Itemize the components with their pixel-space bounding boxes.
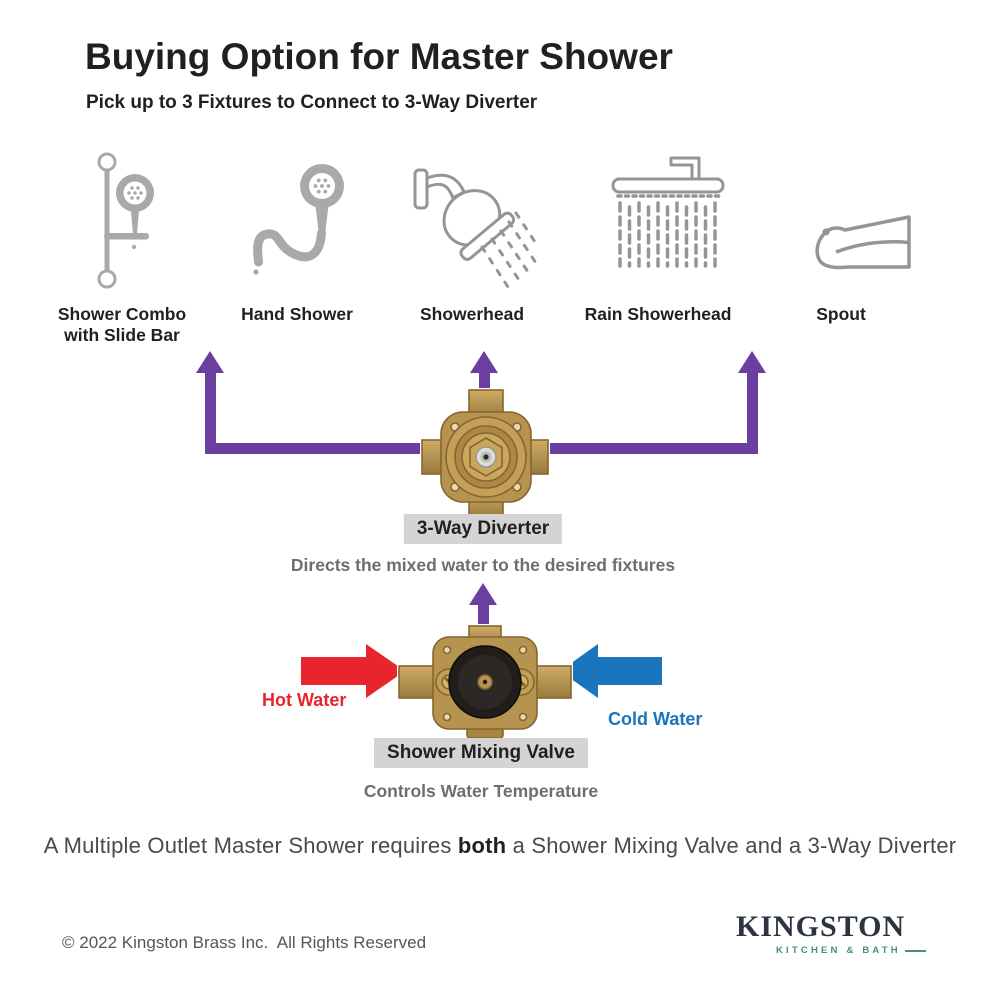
copyright-text: © 2022 Kingston Brass Inc. All Rights Re…	[62, 933, 427, 952]
diverter-caption: Directs the mixed water to the desired f…	[290, 555, 676, 575]
page-title: Buying Option for Master Shower	[85, 36, 673, 77]
up-arrow-icon	[470, 351, 498, 373]
mixed-water-riser	[478, 604, 489, 630]
summary-post: a Shower Mixing Valve and a 3-Way Divert…	[506, 833, 957, 858]
fixture-label: Hand Shower	[241, 304, 353, 324]
fixture-label: Showerhead	[419, 304, 525, 324]
fixture-shower-combo: Shower Combo with Slide Bar	[32, 146, 212, 346]
three-way-diverter-image	[420, 388, 550, 520]
rain-showerhead-icon	[611, 156, 725, 268]
mixing-valve-caption: Controls Water Temperature	[363, 781, 599, 801]
up-arrow-icon	[469, 583, 497, 605]
diverter-output-riser-right	[747, 372, 758, 454]
cold-water-label: Cold Water	[608, 709, 703, 729]
cold-water-arrow	[598, 657, 662, 685]
fixture-rain-showerhead: Rain Showerhead	[568, 146, 748, 325]
showerhead-icon	[413, 168, 541, 289]
fixture-label: Shower Combo with Slide Bar	[57, 304, 187, 345]
diverter-badge: 3-Way Diverter	[403, 514, 563, 544]
brand-subrow: KITCHEN & BATH	[736, 945, 926, 956]
hand-shower-icon	[253, 164, 344, 275]
summary-bold: both	[457, 833, 507, 858]
diverter-output-riser-left	[205, 372, 216, 454]
brand-name: KINGSTON	[736, 910, 906, 943]
mixing-valve-badge: Shower Mixing Valve	[374, 738, 588, 768]
diverter-output-riser-middle	[479, 372, 490, 396]
page-subtitle: Pick up to 3 Fixtures to Connect to 3-Wa…	[86, 92, 538, 113]
up-arrow-icon	[738, 351, 766, 373]
fixture-label: Rain Showerhead	[584, 304, 732, 324]
three-way-diverter-valve-icon	[421, 389, 549, 519]
brand-tagline: KITCHEN & BATH	[776, 945, 901, 956]
hot-water-arrow	[301, 657, 366, 685]
shower-combo-slide-bar-icon	[97, 152, 154, 289]
fixture-hand-shower: Hand Shower	[207, 146, 387, 325]
up-arrow-icon	[196, 351, 224, 373]
hot-water-label: Hot Water	[262, 690, 347, 710]
shower-mixing-valve-icon	[398, 625, 572, 739]
fixture-showerhead: Showerhead	[382, 146, 562, 325]
brand-rule	[904, 949, 926, 952]
summary-sentence: A Multiple Outlet Master Shower requires…	[0, 833, 1000, 859]
fixture-label: Spout	[816, 304, 866, 324]
tub-spout-icon	[815, 215, 911, 270]
shower-mixing-valve-image	[397, 624, 573, 742]
kingston-logo: KINGSTON KITCHEN & BATH	[736, 912, 926, 956]
fixture-spout: Spout	[751, 146, 931, 325]
summary-pre: A Multiple Outlet Master Shower requires	[43, 833, 458, 858]
